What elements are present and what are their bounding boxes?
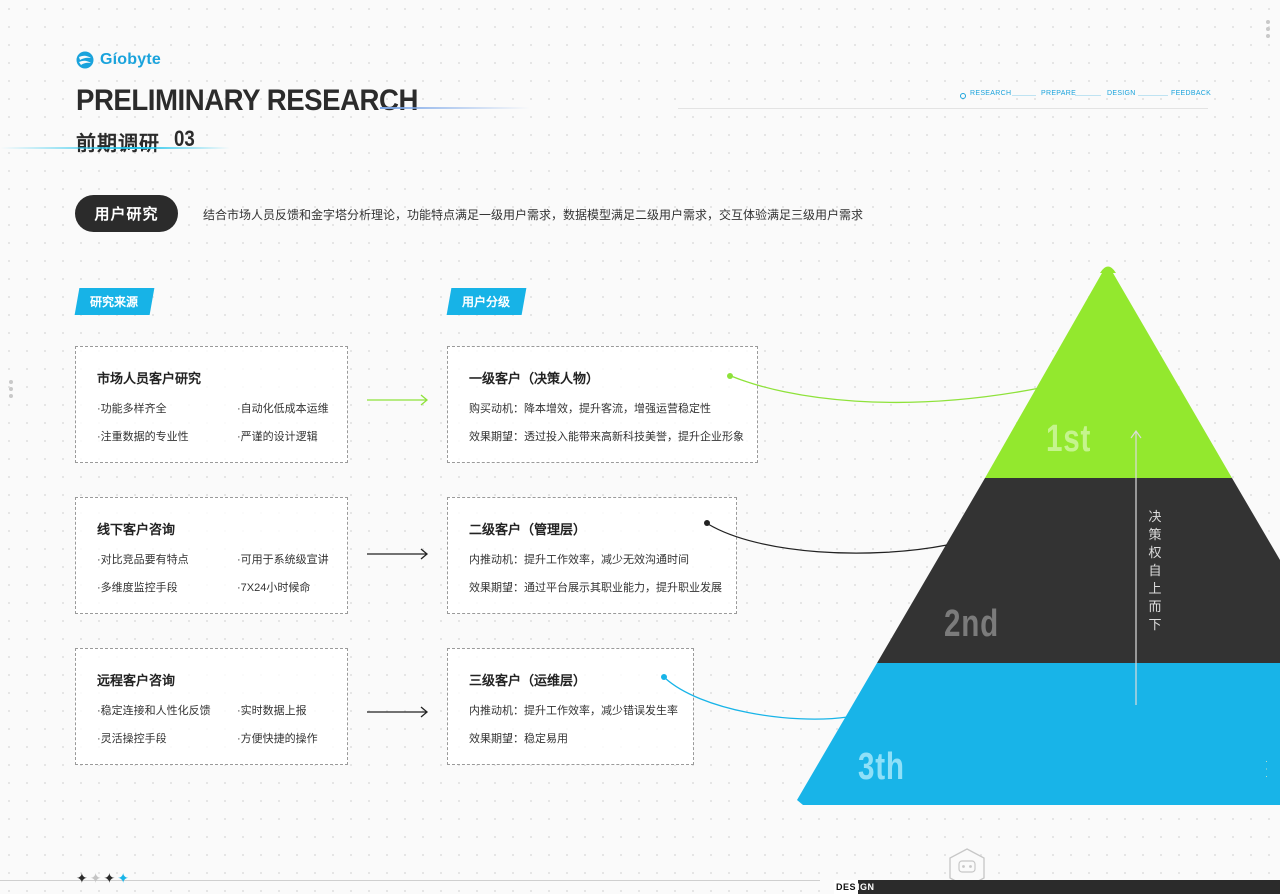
source-point: ·可用于系统级宣讲 [237,554,329,566]
section-badge-label: 用户研究 [94,206,159,223]
source-point: ·实时数据上报 [237,705,307,717]
star-icon: ✦ [117,870,129,886]
nav-item-feedback[interactable]: FEEDBACK [1171,90,1212,97]
source-card-offline: 线下客户咨询 ·对比竞品要有特点 ·可用于系统级宣讲 ·多维度监控手段 ·7X2… [75,497,348,614]
nav-active-dot-icon [960,93,966,99]
connector-level2 [704,520,948,554]
title-underline [0,147,230,149]
arrow-right-icon [367,706,429,718]
segment-card-level2: 二级客户（管理层） 内推动机：提升工作效率，减少无效沟通时间 效果期望：通过平台… [447,497,737,614]
segment-card-level1: 一级客户（决策人物） 购买动机：降本增效，提升客流，增强运营稳定性 效果期望：透… [447,346,758,463]
segment-line: 效果期望：通过平台展示其职业能力，提升职业发展 [469,582,722,594]
axis-caption: 决策权自上而下 [1148,509,1162,632]
page-title-cn: 前期调研 [76,133,160,155]
connector-level1 [727,373,1041,404]
segment-line: 效果期望：稳定易用 [469,733,568,745]
source-point: ·多维度监控手段 [97,582,178,594]
footer-design-bar [834,880,1280,894]
source-point: ·7X24小时候命 [237,582,311,594]
tier-label-3th: 3th [858,746,905,788]
nav-item-prepare[interactable]: PREPARE [1041,90,1077,97]
nav-separator [1075,95,1101,96]
pyramid-tier-1-tip [1100,266,1116,273]
source-card-title: 市场人员客户研究 [97,371,202,386]
pyramid-tier-3 [797,663,1280,805]
arrow-right-icon [367,394,429,406]
axis-arrow [1130,429,1142,705]
pyramid-tier-1 [985,273,1232,478]
tier-label-2nd: 2nd [944,603,1000,645]
nav-separator [1138,95,1168,96]
footer-stars: ✦ ✦ ✦ ✦ [76,871,129,885]
nav-item-research[interactable]: RESEARCH [970,90,1012,97]
source-point: ·功能多样齐全 [97,403,167,415]
source-card-remote: 远程客户咨询 ·稳定连接和人性化反馈 ·实时数据上报 ·灵活操控手段 ·方便快捷… [75,648,348,765]
page-title-en: PRELIMINARY RESEARCH [76,84,418,117]
source-point: ·自动化低成本运维 [237,403,329,415]
section-badge: 用户研究 [75,195,178,232]
star-icon: ✦ [89,870,102,886]
source-card-market: 市场人员客户研究 ·功能多样齐全 ·自动化低成本运维 ·注重数据的专业性 ·严谨… [75,346,348,463]
nav-separator [1012,95,1036,96]
source-point: ·方便快捷的操作 [237,733,318,745]
segment-line: 购买动机：降本增效，提升客流，增强运营稳定性 [469,403,711,415]
pyramid-shape [797,266,1280,805]
source-point: ·稳定连接和人性化反馈 [97,705,211,717]
side-dots [9,380,14,401]
intro-text: 结合市场人员反馈和金字塔分析理论，功能特点满足一级用户需求，数据模型满足二级用户… [203,208,864,222]
source-point: ·注重数据的专业性 [97,431,189,443]
segment-line: 内推动机：提升工作效率，减少错误发生率 [469,705,678,717]
source-point: ·对比竞品要有特点 [97,554,189,566]
connector-level3 [661,674,849,720]
header-rule [678,108,1208,109]
segment-card-title: 三级客户（运维层） [469,673,587,688]
watermark: · · · [1262,760,1272,779]
segment-card-level3: 三级客户（运维层） 内推动机：提升工作效率，减少错误发生率 效果期望：稳定易用 [447,648,694,765]
nav-item-design[interactable]: DESIGN [1107,90,1136,97]
source-point: ·严谨的设计逻辑 [237,431,318,443]
footer-design-label-b: IGN [857,882,875,892]
segment-card-title: 一级客户（决策人物） [469,371,600,386]
arrow-right-icon [367,548,429,560]
footer-design-label-a: DES [834,880,859,894]
brand-logo: Gíobyte [76,51,161,69]
source-card-title: 线下客户咨询 [97,522,176,537]
page-number: 03 [174,126,195,151]
source-card-title: 远程客户咨询 [97,673,176,688]
tier-label-1st: 1st [1046,418,1092,460]
corner-dots [1266,20,1270,41]
segment-card-title: 二级客户（管理层） [469,522,587,537]
pyramid-tier-2 [877,478,1280,663]
source-point: ·灵活操控手段 [97,733,167,745]
star-icon: ✦ [76,870,88,886]
segment-line: 效果期望：透过投入能带来高新科技美誉，提升企业形象 [469,431,744,443]
footer-line [0,880,820,881]
brand-name: Gíobyte [100,51,161,68]
globe-logo-icon [76,51,94,69]
segment-line: 内推动机：提升工作效率，减少无效沟通时间 [469,554,689,566]
star-icon: ✦ [103,870,116,886]
title-accent-line [380,107,530,109]
